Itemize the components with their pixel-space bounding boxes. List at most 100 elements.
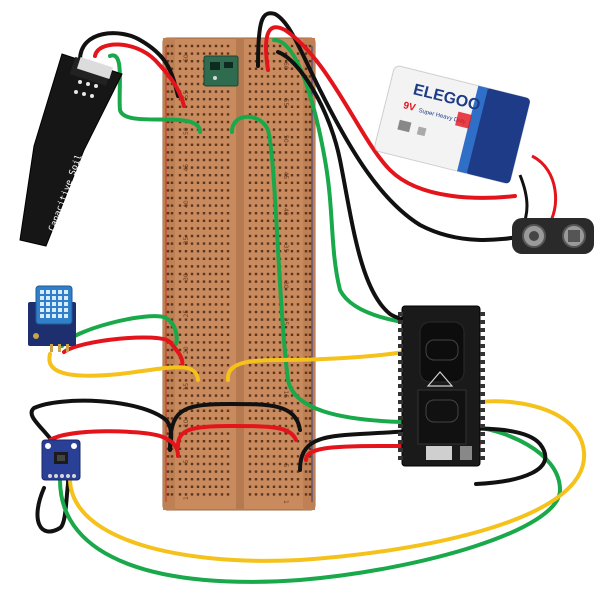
- breadboard-hole: [260, 417, 264, 420]
- breadboard-hole: [190, 303, 194, 306]
- breadboard-hole: [304, 386, 308, 390]
- breadboard-hole: [202, 432, 206, 435]
- breadboard-hole: [284, 90, 288, 93]
- board-pin: [398, 360, 403, 364]
- breadboard-hole: [202, 136, 206, 139]
- breadboard-hole: [296, 158, 300, 162]
- breadboard-hole: [284, 67, 288, 70]
- breadboard-hole: [278, 136, 282, 139]
- breadboard-hole: [248, 166, 252, 169]
- breadboard-hole: [248, 212, 252, 215]
- breadboard-hole: [208, 265, 212, 268]
- breadboard-hole: [214, 470, 218, 473]
- breadboard-hole: [184, 151, 188, 154]
- breadboard-hole: [296, 303, 300, 306]
- breadboard-hole: [184, 493, 188, 496]
- breadboard-hole: [290, 143, 294, 146]
- breadboard-hole: [272, 485, 276, 488]
- breadboard-hole: [196, 189, 200, 192]
- breadboard-hole: [304, 242, 308, 245]
- breadboard-hole: [308, 462, 312, 466]
- breadboard-hole: [248, 90, 252, 93]
- row-number-left: 50: [183, 127, 190, 135]
- breadboard-hole: [170, 174, 174, 177]
- breadboard-hole: [202, 196, 206, 200]
- breadboard-hole: [308, 151, 312, 154]
- breadboard-hole: [214, 151, 218, 154]
- breadboard-hole: [304, 265, 308, 268]
- breadboard-hole: [166, 158, 170, 162]
- breadboard-hole: [290, 196, 294, 200]
- breadboard-hole: [266, 158, 270, 162]
- breadboard-hole: [304, 478, 308, 481]
- breadboard-hole: [248, 417, 252, 420]
- breadboard-hole: [308, 242, 312, 245]
- breadboard-hole: [284, 219, 288, 222]
- breadboard-hole: [208, 432, 212, 435]
- breadboard-hole: [284, 136, 288, 139]
- breadboard-hole: [304, 379, 308, 382]
- breadboard-hole: [196, 303, 200, 306]
- breadboard-hole: [190, 295, 194, 298]
- breadboard-hole: [290, 371, 294, 374]
- breadboard-hole: [178, 394, 182, 397]
- board-pin: [398, 392, 403, 396]
- breadboard-hole: [184, 462, 188, 466]
- breadboard-hole: [290, 204, 294, 207]
- breadboard-hole: [170, 303, 174, 306]
- breadboard-hole: [166, 394, 170, 397]
- breadboard-hole: [308, 136, 312, 139]
- breadboard-hole: [202, 90, 206, 93]
- breadboard-hole: [208, 257, 212, 260]
- breadboard-hole: [278, 326, 282, 329]
- breadboard-hole: [272, 455, 276, 458]
- breadboard-hole: [220, 280, 224, 283]
- breadboard-hole: [304, 462, 308, 466]
- breadboard-hole: [260, 136, 264, 139]
- breadboard-hole: [202, 409, 206, 412]
- breadboard-hole: [248, 151, 252, 154]
- breadboard-hole: [184, 280, 188, 283]
- breadboard-hole: [308, 485, 312, 488]
- breadboard-hole: [202, 310, 206, 314]
- breadboard-hole: [178, 242, 182, 245]
- breadboard-hole: [178, 326, 182, 329]
- breadboard-hole: [254, 462, 258, 466]
- breadboard-hole: [196, 151, 200, 154]
- breadboard-hole: [184, 394, 188, 397]
- breadboard-hole: [284, 181, 288, 184]
- row-number-right: 25: [282, 318, 289, 326]
- breadboard-hole: [290, 90, 294, 93]
- breadboard-hole: [178, 462, 182, 466]
- breadboard-hole: [248, 234, 252, 238]
- breadboard-hole: [290, 212, 294, 215]
- breadboard-hole: [266, 143, 270, 146]
- breadboard-hole: [278, 386, 282, 390]
- board-pin: [480, 336, 485, 340]
- breadboard-hole: [220, 196, 224, 200]
- breadboard-hole: [166, 455, 170, 458]
- breadboard-hole: [166, 120, 170, 124]
- breadboard-hole: [190, 348, 194, 352]
- breadboard-hole: [278, 196, 282, 200]
- breadboard-hole: [196, 166, 200, 169]
- breadboard-hole: [226, 272, 230, 276]
- board-pin: [480, 432, 485, 436]
- breadboard-hole: [272, 462, 276, 466]
- breadboard-hole: [248, 113, 252, 116]
- breadboard-hole: [170, 189, 174, 192]
- breadboard-hole: [304, 90, 308, 93]
- breadboard-hole: [184, 136, 188, 139]
- breadboard-hole: [260, 341, 264, 344]
- breadboard-hole: [214, 242, 218, 245]
- breadboard-hole: [184, 67, 188, 70]
- breadboard-hole: [184, 60, 188, 63]
- breadboard-hole: [296, 143, 300, 146]
- breadboard-hole: [304, 158, 308, 162]
- breadboard-hole: [208, 440, 212, 443]
- row-number-left: 35: [183, 237, 190, 245]
- breadboard-hole: [290, 280, 294, 283]
- breadboard-hole: [296, 128, 300, 131]
- breadboard-hole: [272, 98, 276, 101]
- breadboard-hole: [166, 82, 170, 86]
